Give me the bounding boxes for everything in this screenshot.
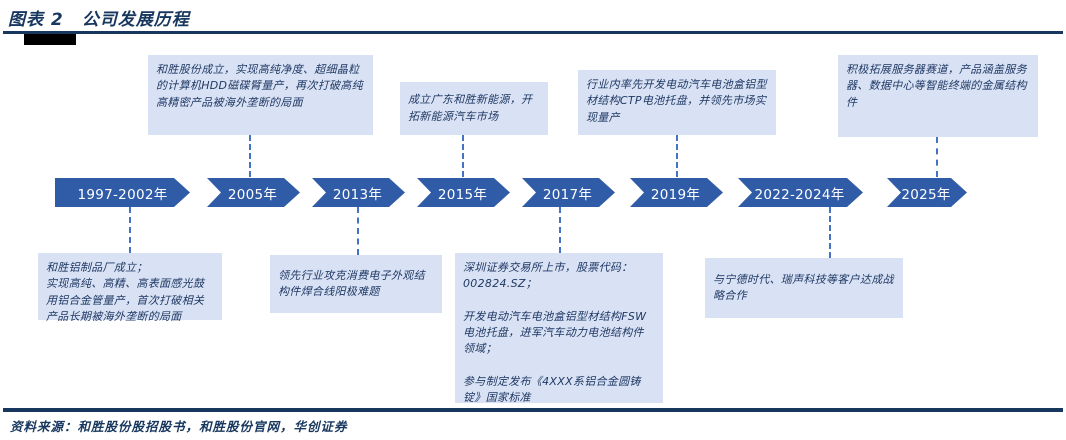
connector-line-2005 [249,135,251,177]
timeline-year-label: 1997-2002年 [77,186,168,203]
timeline-year-2013: 2013年 [312,178,405,207]
timeline-year-label: 2019年 [650,186,701,203]
timeline-year-2022-2024: 2022-2024年 [738,178,863,207]
event-box-2025: 积极拓展服务器赛道，产品涵盖服务器、数据中心等智能终端的金属结构件 [838,55,1038,137]
connector-line-2019 [676,135,678,177]
timeline-year-2015: 2015年 [417,178,510,207]
title-corner-tab [24,34,76,45]
timeline-year-label: 2013年 [332,186,383,203]
figure-title: 图表 2 公司发展历程 [8,10,190,30]
event-box-2019: 行业内率先开发电动汽车电池盒铝型材结构CTP电池托盘，并领先市场实现量产 [578,70,776,135]
event-box-2015: 成立广东和胜新能源，开拓新能源汽车市场 [400,82,548,135]
timeline-year-2005: 2005年 [207,178,300,207]
connector-line-2025 [936,137,938,177]
timeline-year-2017: 2017年 [522,178,615,207]
event-box-2017: 深圳证券交易所上市，股票代码：002824.SZ； 开发电动汽车电池盒铝型材结构… [455,253,663,404]
timeline-year-2019: 2019年 [630,178,723,207]
source-note: 资料来源：和胜股份股招股书，和胜股份官网，华创证券 [10,419,348,434]
title-rule [3,31,1063,34]
timeline-year-label: 2015年 [437,186,488,203]
event-box-2013: 领先行业攻克消费电子外观结构件焊合线阳极难题 [270,255,442,313]
timeline-year-label: 2025年 [901,186,951,203]
event-box-1997-2002: 和胜铝制品厂成立； 实现高纯、高精、高表面感光鼓用铝合金管量产，首次打破相关产品… [38,253,222,323]
connector-line-2015 [462,135,464,177]
timeline-year-label: 2017年 [542,186,593,203]
timeline-year-label: 2022-2024年 [754,186,845,203]
timeline-year-1997-2002: 1997-2002年 [55,178,190,207]
connector-line-1997-2002 [129,207,131,253]
event-box-2005: 和胜股份成立，实现高纯净度、超细晶粒的计算机HDD磁碟臂量产，再次打破高纯高精密… [148,55,373,135]
bottom-rule [3,408,1063,412]
connector-line-2017 [559,207,561,253]
connector-line-2013 [357,207,359,255]
timeline-year-2025: 2025年 [887,178,967,207]
event-box-2022-2024: 与宁德时代、瑞声科技等客户达成战略合作 [705,258,903,318]
connector-line-2022-2024 [829,207,831,258]
timeline-year-label: 2005年 [227,186,278,203]
